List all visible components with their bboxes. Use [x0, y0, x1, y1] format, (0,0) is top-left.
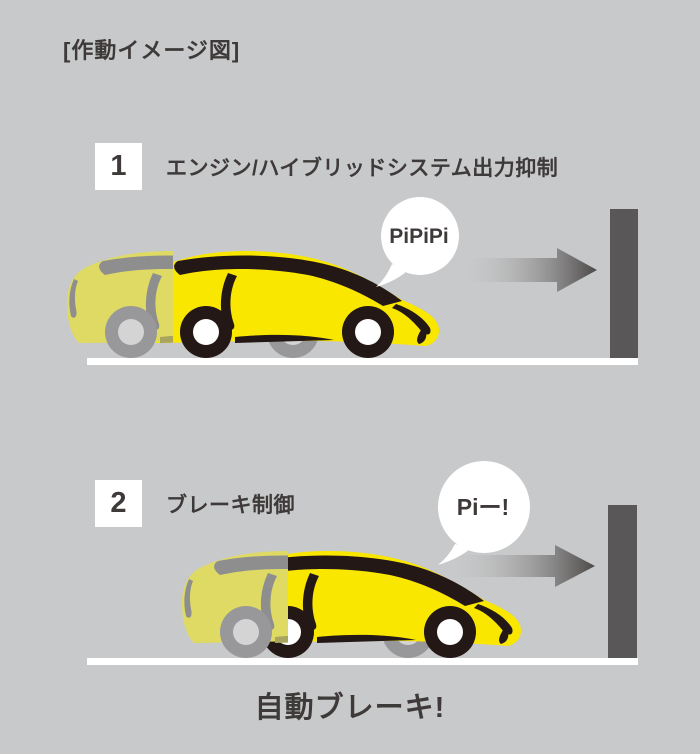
obstacle-wall — [608, 505, 637, 658]
step2-label: ブレーキ制御 — [166, 493, 295, 517]
motion-arrow — [450, 545, 595, 587]
bottom-caption: 自動ブレーキ! — [254, 692, 446, 724]
step2-header: 2 ブレーキ制御 — [95, 480, 295, 527]
step2-number-box: 2 — [95, 480, 142, 527]
speech-bubble-2: Piー! — [438, 461, 530, 565]
ground-line — [87, 358, 638, 365]
obstacle-wall — [610, 209, 638, 358]
scene2: Piー! — [87, 461, 638, 665]
bubble2-text: Piー! — [457, 494, 509, 520]
ground-line — [87, 658, 638, 665]
bubble1-text: PiPiPi — [389, 225, 449, 248]
motion-arrow — [462, 248, 597, 292]
step1-label: エンジン/ハイブリッドシステム出力抑制 — [166, 156, 559, 180]
scene1: PiPiPi — [67, 197, 638, 365]
speech-bubble-1: PiPiPi — [376, 197, 459, 287]
step1-header: 1 エンジン/ハイブリッドシステム出力抑制 — [95, 143, 558, 190]
step1-number-box: 1 — [95, 143, 142, 190]
diagram-title: [作動イメージ図] — [63, 38, 241, 63]
